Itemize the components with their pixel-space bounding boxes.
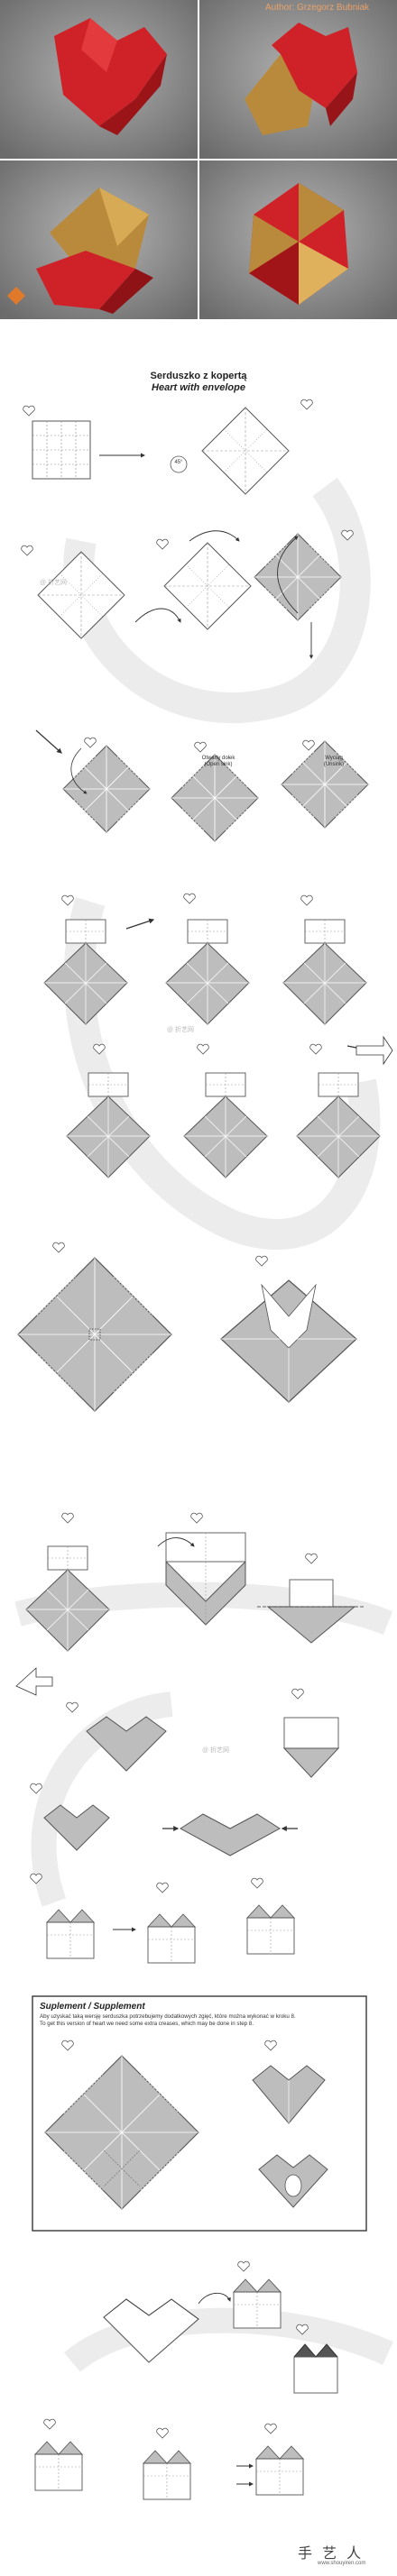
author-credit: Author: Grzegorz Bubniak <box>265 3 370 13</box>
open-sink-label: Otwarty dołek (Open sink) <box>201 756 235 767</box>
watermark-1: @ 折艺网 <box>40 580 68 586</box>
step-18-big-square <box>17 1257 172 1412</box>
supplement-title: Suplement / Supplement <box>40 2002 145 2012</box>
watermark-3: @ 折艺网 <box>202 1747 230 1754</box>
watermark-2: @ 折艺网 <box>167 1027 195 1033</box>
footer-url: www.shouyiren.com <box>318 2561 366 2566</box>
footer-brand: 手 艺 人 <box>298 2544 365 2562</box>
diagram-title-polish: Serduszko z kopertą <box>150 371 247 381</box>
unsink-label: Wyciąg (Unsink) <box>323 756 345 767</box>
diagram-title-english: Heart with envelope <box>152 382 245 393</box>
step-1-grid <box>23 405 91 480</box>
photo-envelope-gold <box>0 160 198 319</box>
supplement-text-english: To get this version of heart we need som… <box>40 2020 254 2027</box>
step-19 <box>220 1279 357 1403</box>
angle-label: 45° <box>174 460 183 465</box>
supplement-text-polish: Aby uzyskać taką wersję serduszka potrze… <box>40 2013 296 2020</box>
photo-heart-envelope-open: Author: Grzegorz Bubniak <box>199 0 397 159</box>
photo-heart-front <box>0 0 198 159</box>
photo-envelope-closed <box>199 160 397 319</box>
supplement-text: Aby uzyskać taką wersję serduszka potrze… <box>40 2013 337 2027</box>
